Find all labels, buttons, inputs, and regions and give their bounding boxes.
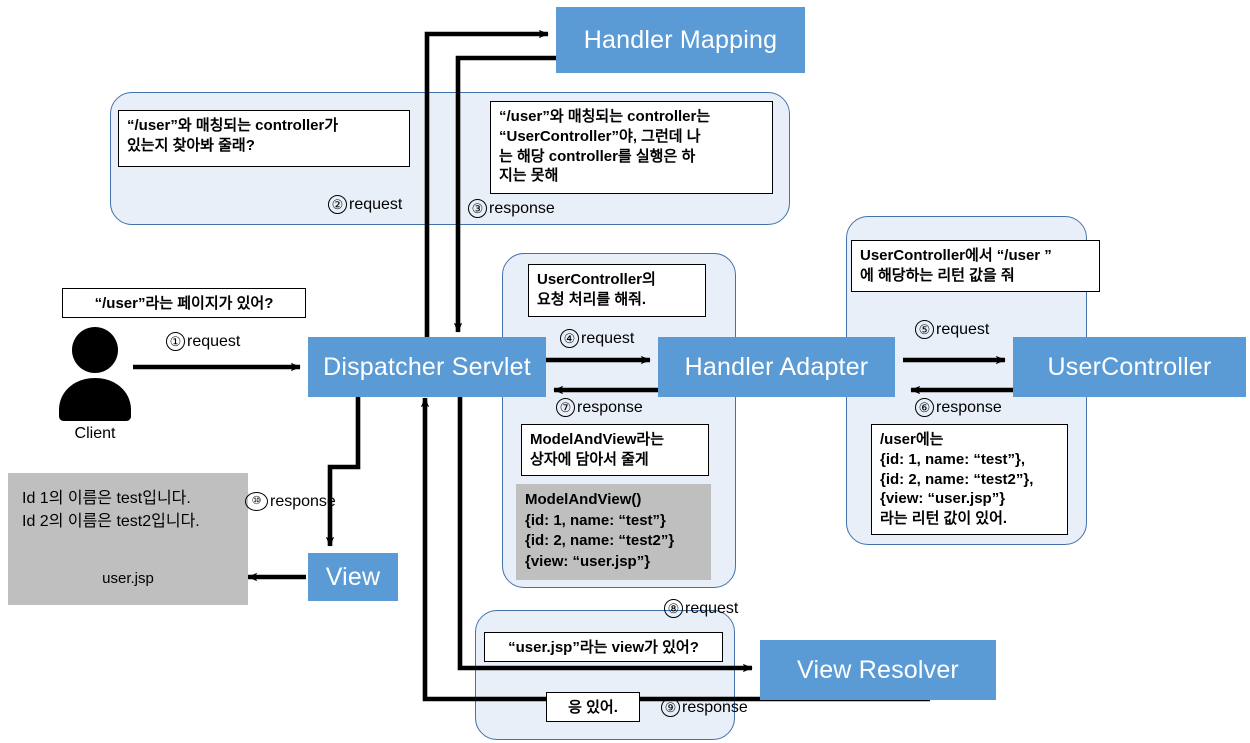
note-view-resolver-response: 응 있어. bbox=[546, 692, 640, 722]
step-number-6: ⑥ bbox=[915, 398, 934, 417]
step-text-5: request bbox=[936, 320, 990, 338]
step-label-4: ④ request bbox=[560, 329, 634, 348]
box-view-resolver-label: View Resolver bbox=[797, 655, 959, 684]
box-view-resolver[interactable]: View Resolver bbox=[760, 640, 996, 700]
step-text-8: request bbox=[685, 599, 739, 617]
note-view-resolver-request: “user.jsp”라는 view가 있어? bbox=[484, 632, 723, 662]
step-text-3: response bbox=[489, 199, 555, 217]
box-handler-mapping[interactable]: Handler Mapping bbox=[556, 7, 805, 73]
step-text-4: request bbox=[581, 329, 635, 347]
note-model-and-view-data: ModelAndView() {id: 1, name: “test”} {id… bbox=[516, 484, 711, 580]
box-handler-adapter-label: Handler Adapter bbox=[684, 352, 869, 381]
box-user-controller[interactable]: UserController bbox=[1013, 337, 1246, 397]
step-number-5: ⑤ bbox=[915, 320, 934, 339]
step-label-5: ⑤ request bbox=[915, 320, 989, 339]
step-label-2: ② request bbox=[328, 195, 402, 214]
note-client-request: “/user”라는 페이지가 있어? bbox=[62, 288, 306, 318]
rendered-page: Id 1의 이름은 test입니다. Id 2의 이름은 test2입니다. u… bbox=[8, 473, 248, 605]
step-number-1: ① bbox=[166, 332, 185, 351]
step-number-8: ⑧ bbox=[664, 599, 683, 618]
step-label-10: ⑩ response bbox=[245, 492, 336, 511]
step-label-8: ⑧ request bbox=[664, 599, 738, 618]
step-text-2: request bbox=[349, 195, 403, 213]
step-text-6: response bbox=[936, 398, 1002, 416]
step-text-7: response bbox=[577, 398, 643, 416]
step-number-10: ⑩ bbox=[245, 492, 268, 511]
box-dispatcher-servlet[interactable]: Dispatcher Servlet bbox=[308, 337, 546, 397]
step-number-4: ④ bbox=[560, 329, 579, 348]
box-handler-mapping-label: Handler Mapping bbox=[583, 25, 778, 54]
step-label-3: ③ response bbox=[468, 199, 555, 218]
step-text-9: response bbox=[682, 698, 748, 716]
rendered-page-filename: user.jsp bbox=[102, 570, 154, 587]
step-number-3: ③ bbox=[468, 199, 487, 218]
client-label: Client bbox=[74, 425, 116, 442]
note-handler-mapping-request: “/user”와 매칭되는 controller가 있는지 찾아봐 줄래? bbox=[118, 110, 410, 167]
rendered-line-1: Id 1의 이름은 test입니다. bbox=[22, 490, 191, 507]
box-dispatcher-servlet-label: Dispatcher Servlet bbox=[323, 352, 531, 381]
note-handler-adapter-response: ModelAndView라는 상자에 담아서 줄게 bbox=[521, 424, 709, 476]
step-label-9: ⑨ response bbox=[661, 698, 748, 717]
note-handler-mapping-response: “/user”와 매칭되는 controller는 “UserControlle… bbox=[490, 101, 773, 194]
box-user-controller-label: UserController bbox=[1047, 352, 1212, 381]
step-number-9: ⑨ bbox=[661, 698, 680, 717]
box-handler-adapter[interactable]: Handler Adapter bbox=[658, 337, 895, 397]
note-handler-adapter-request: UserController의 요청 처리를 해줘. bbox=[528, 264, 706, 317]
step-text-1: request bbox=[187, 332, 241, 350]
note-user-controller-response: /user에는 {id: 1, name: “test”}, {id: 2, n… bbox=[871, 424, 1068, 535]
box-view[interactable]: View bbox=[308, 553, 398, 601]
step-label-7: ⑦ response bbox=[556, 398, 643, 417]
step-label-6: ⑥ response bbox=[915, 398, 1002, 417]
step-label-1: ① request bbox=[166, 332, 240, 351]
person-icon bbox=[59, 327, 131, 421]
step-text-10: response bbox=[270, 492, 336, 510]
note-user-controller-request: UserController에서 “/user ” 에 해당하는 리턴 값을 줘 bbox=[851, 240, 1100, 292]
step-number-7: ⑦ bbox=[556, 398, 575, 417]
box-view-label: View bbox=[325, 562, 381, 591]
rendered-line-2: Id 2의 이름은 test2입니다. bbox=[22, 513, 200, 531]
arrow-step-10 bbox=[325, 392, 361, 547]
step-number-2: ② bbox=[328, 195, 347, 214]
